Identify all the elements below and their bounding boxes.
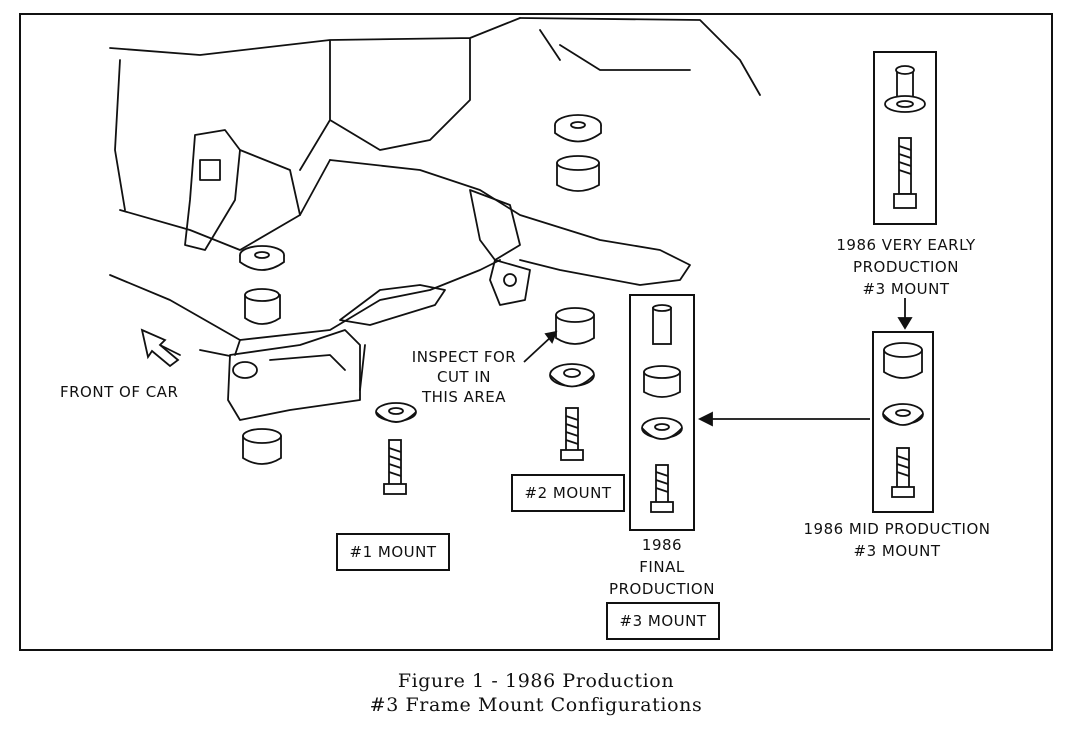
final-production-label: 1986 FINAL PRODUCTION: [597, 534, 727, 600]
very-early-label: 1986 VERY EARLY PRODUCTION #3 MOUNT: [808, 234, 1004, 300]
final-line-2: FINAL: [639, 558, 685, 576]
mount-1-label: #1 MOUNT: [349, 543, 437, 561]
inspect-arrow-icon: [523, 330, 558, 363]
very-early-line-2: PRODUCTION: [853, 258, 959, 276]
mid-line-2: #3 MOUNT: [853, 542, 941, 560]
mount-2-label: #2 MOUNT: [524, 484, 612, 502]
mount-3-final-label-box: #3 MOUNT: [606, 602, 720, 640]
mid-line-1: 1986 MID PRODUCTION: [803, 520, 991, 538]
final-line-1: 1986: [641, 536, 683, 554]
final-line-3: PRODUCTION: [609, 580, 715, 598]
mount-1-lower-bushing: [242, 428, 282, 465]
figure-caption-line-2: #3 Frame Mount Configurations: [369, 694, 703, 716]
mount-2-upper-bushings: [554, 114, 602, 192]
mount-2-stack-icon: [549, 307, 595, 461]
mount-1-label-box: #1 MOUNT: [336, 533, 450, 571]
mount-2-label-box: #2 MOUNT: [511, 474, 625, 512]
inspect-line-1: INSPECT FOR: [411, 348, 517, 366]
down-arrow-icon: [897, 298, 913, 330]
mid-production-label: 1986 MID PRODUCTION #3 MOUNT: [782, 518, 1012, 562]
mount-1-bolt-icon: [375, 402, 417, 495]
front-arrow-icon: [140, 328, 180, 368]
inspect-line-2: CUT IN: [436, 368, 492, 386]
mid-production-stack-icon: [882, 342, 924, 498]
car-frame-illustration: [109, 17, 761, 421]
inspect-line-3: THIS AREA: [421, 388, 507, 406]
mid-to-final-arrow-icon: [697, 411, 870, 427]
very-early-line-1: 1986 VERY EARLY: [836, 236, 976, 254]
final-production-stack-icon: [641, 304, 683, 513]
very-early-stack-icon: [884, 65, 926, 209]
mount-3-final-label: #3 MOUNT: [619, 612, 707, 630]
mount-1-upper-bushings: [239, 245, 285, 325]
inspect-label: INSPECT FOR CUT IN THIS AREA: [404, 347, 524, 407]
figure-border: [19, 13, 1053, 651]
figure-caption-line-1: Figure 1 - 1986 Production: [397, 670, 675, 692]
final-production-box: [629, 294, 695, 531]
very-early-line-3: #3 MOUNT: [862, 280, 950, 298]
mid-production-box: [872, 331, 934, 513]
front-of-car-label: FRONT OF CAR: [60, 383, 179, 401]
very-early-box: [873, 51, 937, 225]
